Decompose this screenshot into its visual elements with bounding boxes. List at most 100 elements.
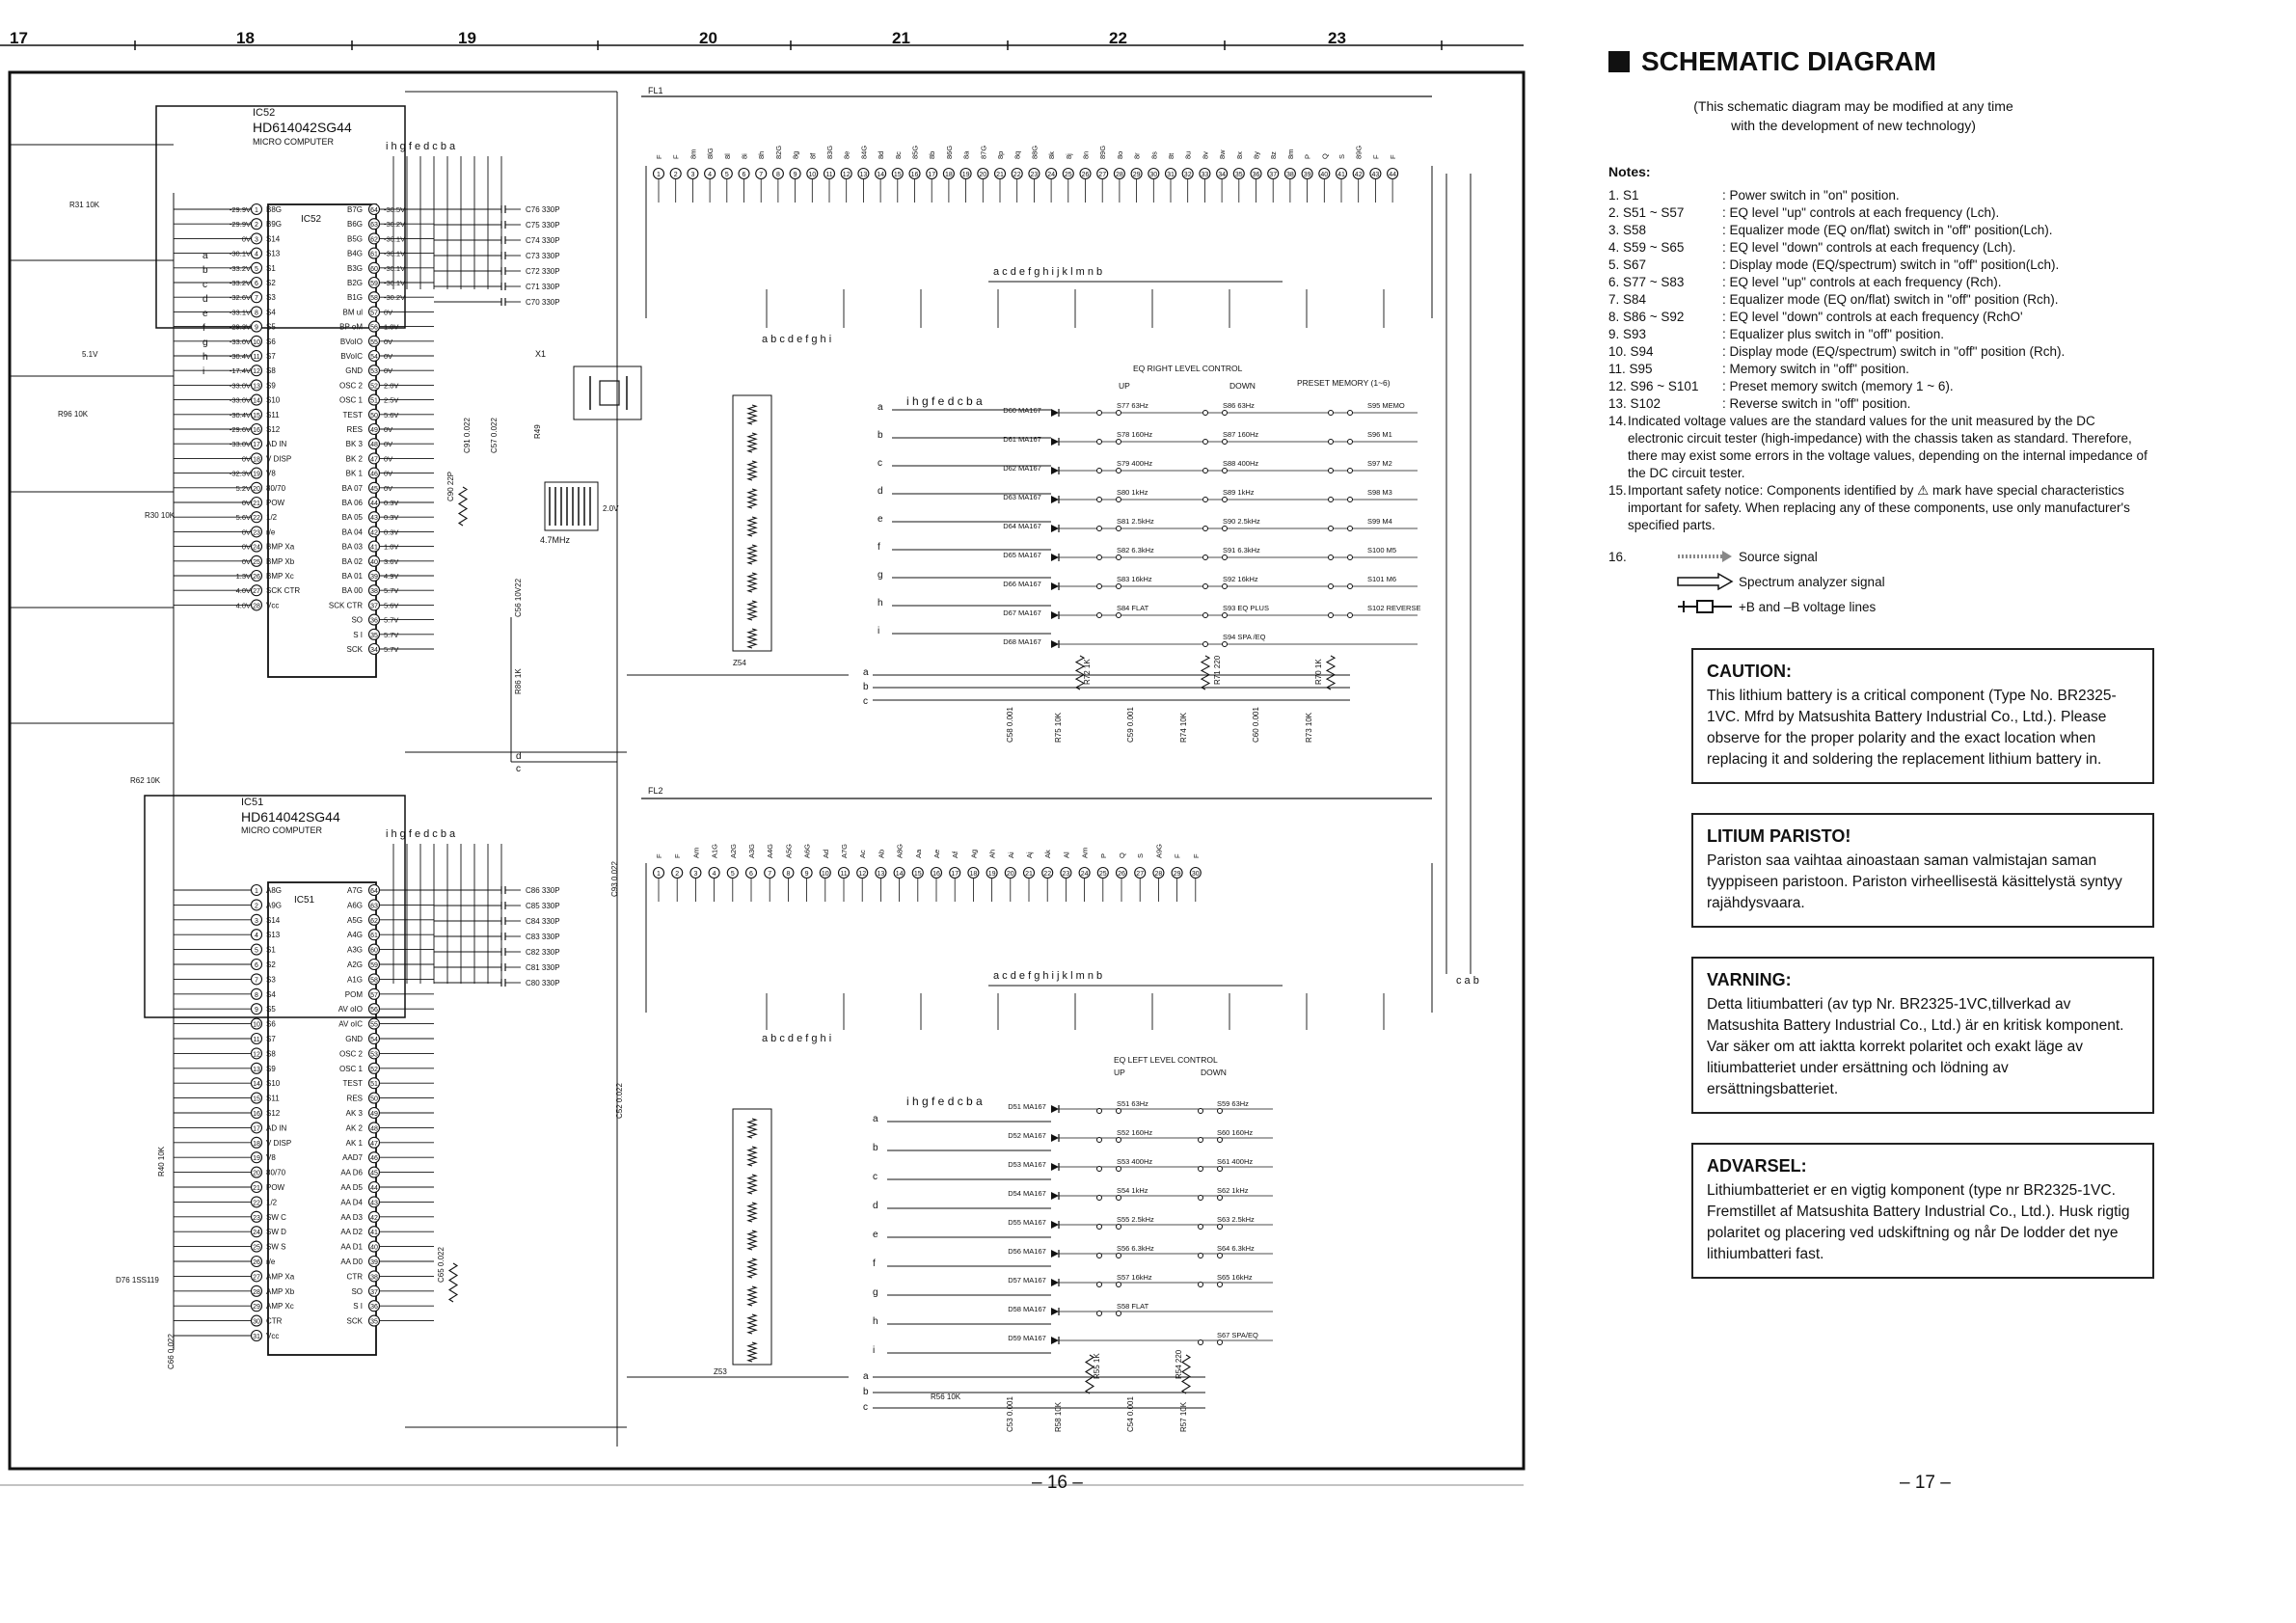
eq-right-up-switch: S80 1kHz: [1117, 488, 1148, 497]
pin-number: 1: [657, 172, 661, 178]
eq-right-diode: D65 MA167: [1003, 551, 1041, 559]
pin-number: 24: [253, 545, 260, 552]
ic52-outer-box: [155, 105, 406, 329]
ic51-left-pin-name: S9: [266, 1065, 276, 1073]
ic52-left-voltage: 4.0V: [236, 586, 251, 595]
switch-contact: [1222, 439, 1228, 445]
fl2-grid-label: P: [1099, 853, 1108, 858]
notes-list: 1. S1: Power switch in "on" position.2. …: [1608, 187, 2148, 534]
diode-icon: [1051, 1105, 1059, 1113]
z53-resistor: [746, 1202, 758, 1223]
fl2-grid-label: Ad: [822, 850, 830, 858]
pin-circle: [250, 899, 263, 911]
pin-number: 64: [370, 207, 378, 214]
fl2-bus-letters: a c d e f g h i j k l m n b: [993, 970, 1102, 982]
capacitor-label: C81 330P: [526, 963, 560, 972]
fl1-grid-label: 8h: [757, 151, 766, 159]
pin-number: 62: [370, 236, 378, 243]
switch-contact: [1116, 1282, 1121, 1287]
z54-resistor: [746, 460, 758, 481]
capacitor-label: C86 330P: [526, 886, 560, 895]
pin-number: 16: [253, 427, 260, 434]
fl1-ref: FL1: [648, 86, 663, 95]
pin-circle: [1041, 866, 1054, 879]
ic52-right-pin-name: B3G: [347, 264, 363, 273]
switch-contact: [1217, 1166, 1223, 1172]
pin-number: 2: [674, 172, 678, 178]
pin-number: 60: [370, 948, 378, 955]
eq-right-down-switch: S92 16kHz: [1223, 575, 1258, 583]
ic52-left-voltage: -30.4V: [230, 352, 251, 361]
pin-circle: [250, 232, 263, 245]
z54-resistor-array: [732, 394, 772, 652]
diode-icon: [1051, 467, 1059, 474]
fl2-ref: FL2: [648, 786, 663, 796]
pin-number: 8: [255, 310, 258, 316]
pin-number: 17: [951, 871, 959, 878]
ic52-left-pin-name: Vcc: [266, 601, 279, 609]
ic52-left-voltage: 0V: [242, 527, 251, 536]
note-item: 2. S51 ~ S57: EQ level "up" controls at …: [1608, 204, 2148, 222]
switch-contact: [1328, 555, 1334, 560]
legend-row-spectrum: Spectrum analyzer signal: [1608, 569, 2148, 594]
row-letter: h: [873, 1316, 878, 1327]
pin-circle: [1318, 167, 1331, 180]
eq-left-diode: D55 MA167: [1008, 1218, 1046, 1227]
crystal-box: [573, 365, 642, 420]
pin-number: 13: [878, 871, 885, 878]
resistor-r48: [447, 1262, 459, 1303]
pin-circle: [367, 438, 381, 450]
pin-number: 24: [1081, 871, 1089, 878]
ic52-left-voltage: -33.2V: [230, 264, 251, 273]
ic52-right-pin-name: BA 06: [342, 499, 364, 507]
ic51-left-pin-name: S4: [266, 990, 276, 999]
switch-contact: [1222, 410, 1228, 416]
pin-circle: [1164, 167, 1177, 180]
pin-circle: [652, 866, 665, 879]
pin-number: 14: [253, 398, 260, 405]
pin-number: 41: [370, 545, 378, 552]
eq-right-up-switch: S81 2.5kHz: [1117, 517, 1154, 526]
pin-circle: [687, 167, 699, 180]
pin-number: 5: [731, 871, 735, 878]
switch-contact: [1116, 1195, 1121, 1201]
ic52-right-voltage: -30.2V: [384, 293, 405, 302]
pin-number: 2: [675, 871, 679, 878]
switch-contact: [1217, 1224, 1223, 1230]
ic52-left-voltage: -17.4V: [230, 366, 251, 375]
ic52-right-voltage: 1.0V: [384, 543, 398, 552]
fl1-grid-label: 8s: [1149, 151, 1158, 159]
pin-number: 38: [370, 588, 378, 595]
row-letter: h: [203, 352, 208, 363]
note-key: 7. S84: [1608, 292, 1647, 307]
pin-number: 19: [253, 472, 260, 478]
box-title: VARNING:: [1707, 970, 1792, 989]
pin-circle: [671, 866, 684, 879]
ic51-right-pin-name: A6G: [347, 901, 363, 909]
diode-icon: [1051, 582, 1059, 590]
voltage-label: 2.0V: [603, 504, 619, 513]
ic52-left-voltage: -32.3V: [230, 470, 251, 478]
fl1-grid-label: 8lG: [706, 148, 715, 159]
z54-resistor: [746, 432, 758, 453]
pin-circle: [1096, 866, 1109, 879]
row-letter: b: [878, 430, 883, 441]
pin-circle: [250, 1166, 263, 1178]
ic52-right-voltage: 5.7V: [384, 616, 398, 625]
ic52-left-pin-name: 1/2: [266, 513, 278, 522]
ic52-right-pin-name: B5G: [347, 234, 363, 243]
pin-number: 63: [370, 222, 378, 229]
ic52-right-voltage: 4.9V: [384, 572, 398, 581]
pin-circle: [367, 291, 381, 304]
pin-number: 1: [255, 207, 258, 214]
fl2-grid-label: A8G: [896, 844, 905, 858]
ic52-right-voltage: 0V: [384, 366, 392, 375]
diode-icon: [1051, 640, 1059, 648]
eq-left-title: EQ LEFT LEVEL CONTROL: [1114, 1055, 1218, 1065]
ic52-left-pin-name: S8: [266, 366, 276, 375]
switch-contact: [1096, 1166, 1102, 1172]
pin-circle: [250, 365, 263, 377]
pin-circle: [250, 929, 263, 941]
switch-contact: [1096, 612, 1102, 618]
switch-contact: [1217, 1195, 1223, 1201]
